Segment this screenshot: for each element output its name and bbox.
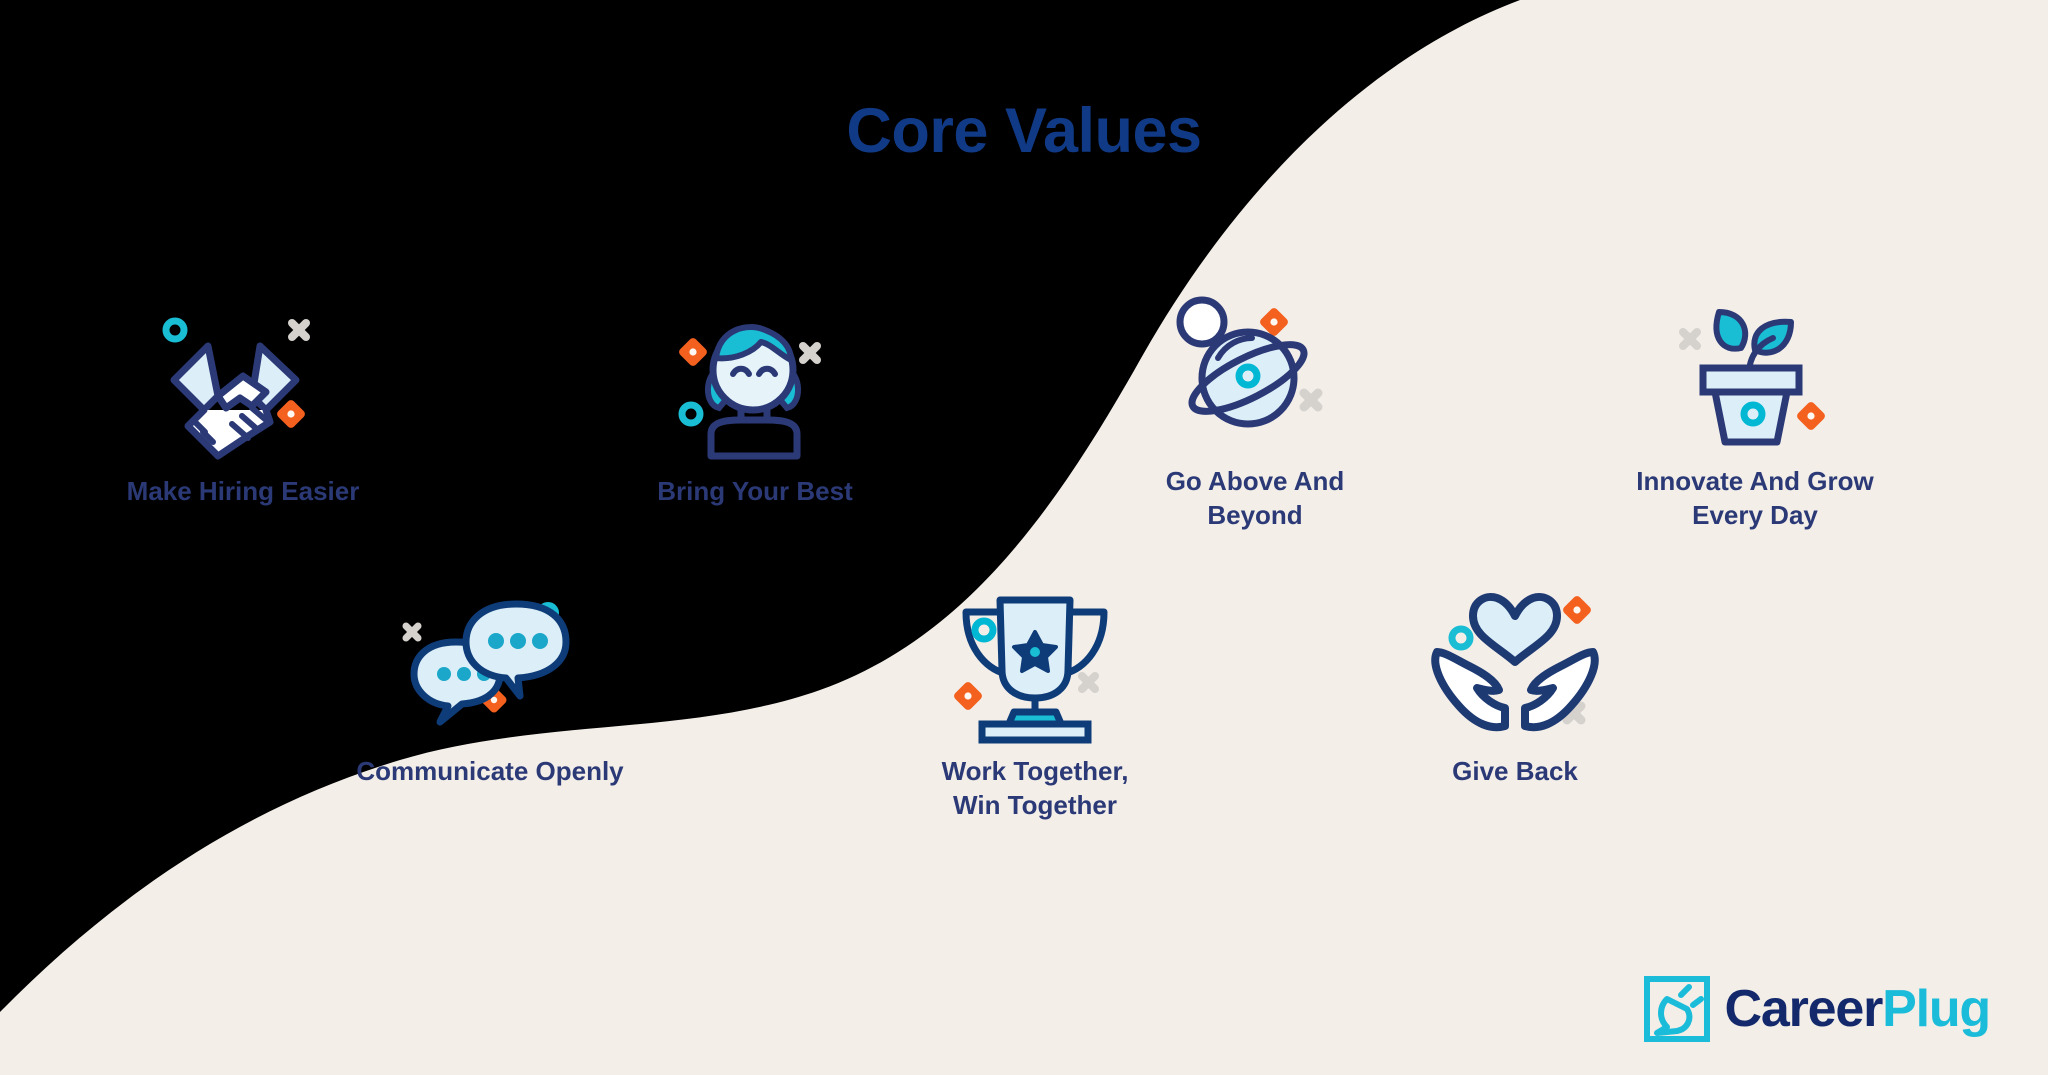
value-item-go-above-and-beyond: Go Above And Beyond [1090,296,1420,533]
plug-in-square-icon [1643,976,1710,1042]
teal-circle-accent [162,317,188,343]
value-label: Give Back [1452,756,1578,786]
person-avatar-icon [590,310,920,460]
speech-bubbles-icon [325,590,655,740]
value-label: Bring Your Best [657,476,853,506]
hands-heart-icon [1350,590,1680,740]
value-item-make-hiring-easier: Make Hiring Easier [78,310,408,508]
potted-plant-icon [1590,300,1920,450]
value-item-bring-your-best: Bring Your Best [590,310,920,508]
value-label: Go Above And Beyond [1165,466,1345,531]
logo-word-career: Career [1724,980,1884,1038]
value-item-communicate-openly: Communicate Openly [325,590,655,788]
gray-x-accent [799,342,821,364]
value-label: Communicate Openly [356,756,624,786]
logo-wordmark: CareerPlug [1724,980,1992,1038]
orange-diamond-accent [1797,402,1825,430]
trophy-icon [870,590,1200,744]
white-moon-circle-accent [1176,296,1228,348]
gray-x-accent [402,622,422,642]
value-label: Make Hiring Easier [126,476,360,506]
value-item-innovate-and-grow-every-day: Innovate And Grow Every Day [1590,300,1920,533]
page-title: Core Values [846,96,1202,166]
value-item-give-back: Give Back [1350,590,1680,788]
gray-x-accent [288,319,310,341]
orange-diamond-accent [1260,308,1288,336]
planet-saturn-icon [1090,296,1420,450]
orange-diamond-accent [679,338,707,366]
orange-diamond-accent [954,682,982,710]
value-item-work-together-win-together: Work Together, Win Together [870,590,1200,823]
cyan-circle-accent [1740,401,1766,427]
gray-x-accent [1078,672,1099,693]
teal-circle-accent [678,401,704,427]
cyan-circle-accent [1235,363,1261,389]
value-label: Work Together, Win Together [941,756,1129,821]
orange-diamond-accent [1563,596,1591,624]
cyan-circle-accent [971,617,997,643]
logo-word-plug: Plug [1882,980,1991,1038]
gray-x-accent [1299,388,1323,412]
careerplug-logo[interactable]: CareerPlug [1643,975,1992,1043]
cyan-circle-accent [1448,625,1474,651]
gray-x-accent [1679,328,1701,350]
orange-diamond-accent [277,400,305,428]
handshake-icon [78,310,408,460]
value-label: Innovate And Grow Every Day [1636,466,1874,531]
